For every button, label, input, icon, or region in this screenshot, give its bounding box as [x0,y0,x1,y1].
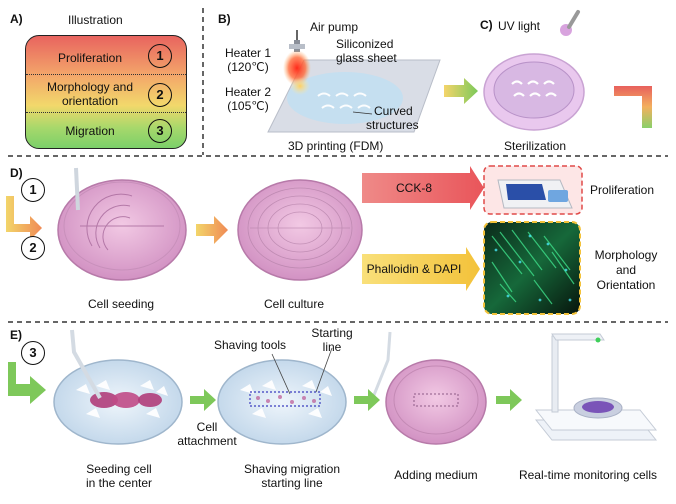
glass-label-2: glass sheet [336,51,397,65]
panel-b-id: B) [218,12,231,26]
printing-caption: 3D printing (FDM) [288,139,384,153]
seeding-caption: Cell seeding [88,297,155,311]
printing-illustration [267,30,441,133]
heater2-label-2: (105℃) [227,99,269,113]
starting-label-2: line [322,340,342,354]
d-num-2-badge: 2 [21,236,45,260]
culture-caption: Cell culture [264,297,325,311]
row-proliferation: Proliferation [26,46,186,70]
curved-label-2: structures [366,118,419,132]
e-num-3-badge: 3 [21,341,45,365]
row-divider-1 [26,74,186,75]
row-divider-2 [26,112,186,113]
illustration-box: Proliferation 1 Morphology and orientati… [25,35,187,149]
plate-reader [483,165,583,215]
panel-c-id: C) [480,18,493,32]
arrow-e3 [496,389,522,411]
curved-label-1: Curved [374,104,413,118]
air-pump-label: Air pump [310,20,359,34]
e-cap4: Real-time monitoring cells [518,468,658,482]
e-cap1-line2: in the center [85,476,153,490]
cck8-arrow [362,166,484,210]
row-morphology-label-2: orientation [61,94,119,108]
phalloidin-arrow [362,247,480,291]
microscopy-image [483,221,581,315]
row-morphology-label-1: Morphology and [46,80,134,94]
num-2-badge: 2 [148,83,172,107]
monitoring-device [534,333,658,441]
heater1-label-1: Heater 1 [224,46,272,60]
orange-l-arrow [6,196,42,240]
proliferation-result: Proliferation [590,183,655,197]
heater2-label-1: Heater 2 [224,85,272,99]
num-3-badge: 3 [148,119,172,143]
panel-d-id: D) [10,166,23,180]
e-cap2-line2: starting line [261,476,323,490]
culture-dish [237,179,363,281]
glass-label-1: Siliconized [336,37,394,51]
arrow-e2 [354,389,380,411]
illustration-title: Illustration [68,13,123,27]
arrow-e1 [190,389,216,411]
panel-e-id: E) [10,328,22,342]
morph-result-3: Orientation [596,278,656,292]
phalloidin-label: Phalloidin & DAPI [366,262,462,276]
d-num-1-badge: 1 [21,178,45,202]
row-morphology: Morphology and orientation [26,80,186,110]
uv-label: UV light [498,19,541,33]
heater1-label-2: (120℃) [227,60,269,74]
row-migration: Migration [26,120,186,142]
e-cap1-line1: Seeding cell [86,462,152,476]
row-proliferation-label: Proliferation [57,51,123,65]
e-cap3: Adding medium [394,468,478,482]
dish-seeding-center [53,329,183,445]
sterilization-dish [483,10,585,131]
morph-result-2: and [615,263,637,277]
e-cap2-line1: Shaving migration [243,462,341,476]
panel-a-id: A) [10,12,23,26]
cell-attach-2: attachment [177,434,237,448]
cell-attach-1: Cell [196,420,218,434]
shaving-tools-label: Shaving tools [214,338,287,352]
sterilization-caption: Sterilization [504,139,567,153]
morph-result-1: Morphology [594,248,658,262]
cck8-label: CCK-8 [395,181,432,195]
green-l-arrow [8,362,46,404]
arrow-seeding-to-culture [196,216,228,244]
arrow-b-to-c [444,78,478,104]
corner-arrow [614,86,652,128]
seeding-dish [57,167,187,281]
dish-medium [385,359,487,445]
starting-label-1: Starting [311,326,353,340]
num-1-badge: 1 [148,44,172,68]
row-migration-label: Migration [65,124,115,138]
dish-shaving [217,331,392,445]
